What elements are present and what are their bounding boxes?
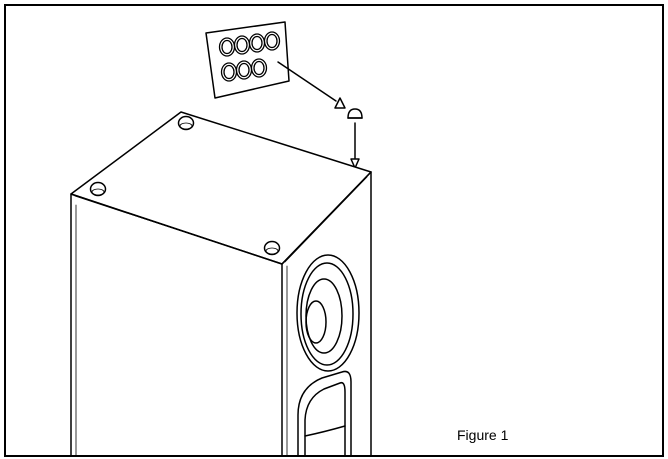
figure-caption: Figure 1 — [457, 427, 509, 443]
rubber-foot-icon — [89, 181, 107, 197]
rubber-foot-icon — [347, 108, 363, 119]
arrow-icon — [350, 122, 360, 169]
adhesive-bumper-sheet-icon — [205, 21, 290, 99]
woofer-icon — [296, 254, 360, 372]
bass-port-icon — [297, 370, 352, 455]
bumper-pad-row-2 — [220, 58, 268, 82]
figure-frame: Figure 1 — [4, 4, 664, 457]
rubber-foot-icon — [263, 240, 281, 256]
speaker-feet-installation-diagram — [70, 21, 372, 455]
arrow-icon — [277, 61, 346, 109]
rubber-foot-icon — [177, 115, 195, 131]
bumper-pad-row-1 — [218, 31, 281, 57]
speaker-cabinet-icon — [70, 111, 372, 455]
